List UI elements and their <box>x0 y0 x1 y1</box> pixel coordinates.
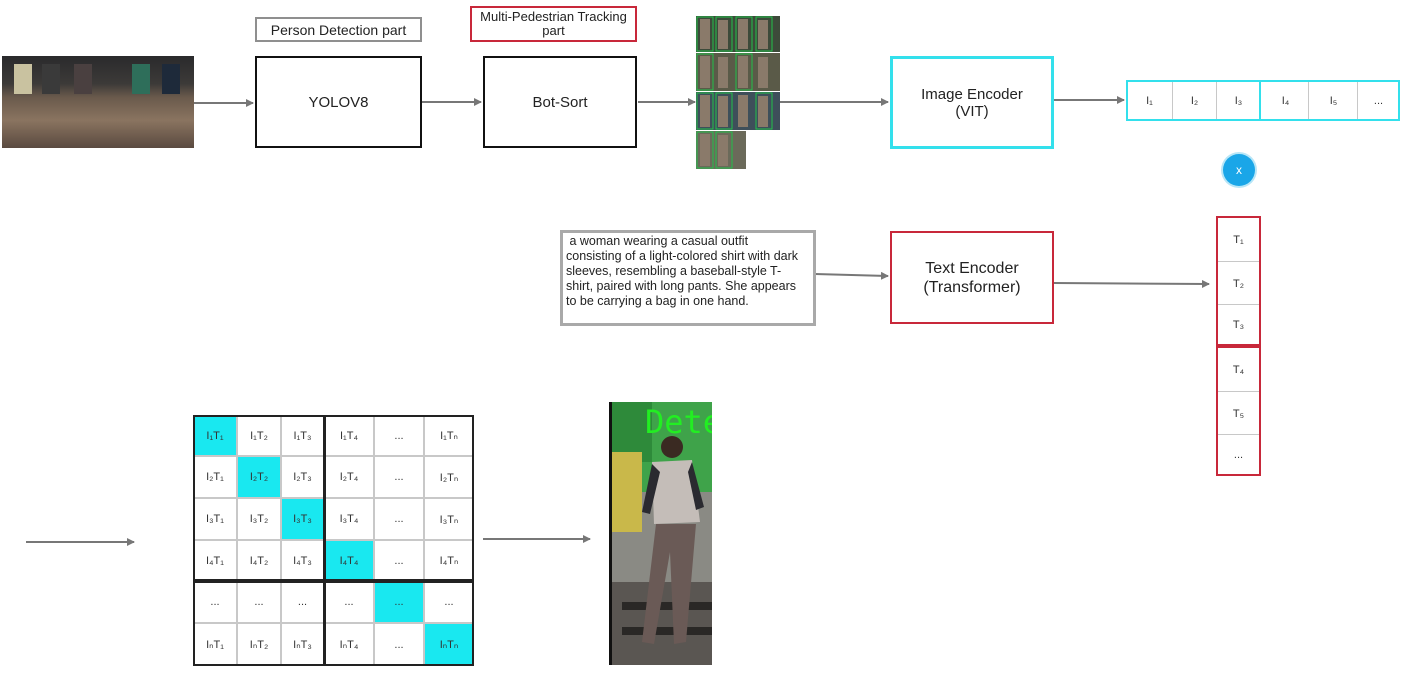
matrix-cell: I₁T₃ <box>281 415 324 456</box>
text-token-group-2: T₄ T₅ ... <box>1216 346 1261 476</box>
matrix-cell: ... <box>193 581 237 623</box>
matrix-cell: IₙT₂ <box>237 623 281 666</box>
matrix-cell: ... <box>237 581 281 623</box>
image-token: ... <box>1357 82 1399 119</box>
botsort-block: Bot-Sort <box>483 56 637 148</box>
text-token-column: T₁ T₂ T₃ T₄ T₅ ... <box>1216 216 1261 476</box>
matrix-cell: I₁T₄ <box>324 415 374 456</box>
image-encoder-line1: Image Encoder <box>921 85 1023 103</box>
tracking-part-label-line1: Multi-Pedestrian Tracking <box>480 9 627 24</box>
input-scene-image <box>2 56 194 148</box>
matrix-cell: ... <box>374 415 424 456</box>
text-token: T₁ <box>1233 233 1244 246</box>
multiply-icon: x <box>1223 154 1255 186</box>
multiply-icon-text: x <box>1236 163 1242 177</box>
matrix-cell: IₙT₄ <box>324 623 374 666</box>
matrix-cell: I₄T₃ <box>281 540 324 581</box>
matrix-cell: I₃Tₙ <box>424 498 474 540</box>
tracking-part-label: Multi-Pedestrian Tracking part <box>470 6 637 42</box>
tracking-part-label-line2: part <box>542 23 565 38</box>
person-detection-label: Person Detection part <box>255 17 422 42</box>
matrix-cell: ... <box>374 623 424 666</box>
text-token: T₂ <box>1218 261 1259 305</box>
matrix-cell: ... <box>374 540 424 581</box>
text-token-group-1: T₁ T₂ T₃ <box>1216 216 1261 346</box>
text-encoder-line2: (Transformer) <box>923 278 1021 296</box>
image-encoder-line2: (VIT) <box>955 102 989 120</box>
botsort-block-text: Bot-Sort <box>532 93 588 111</box>
tracked-pedestrian-crops <box>696 16 780 169</box>
text-token: ... <box>1218 434 1259 475</box>
matrix-cell: I₂Tₙ <box>424 456 474 498</box>
description-line: shirt, paired with long pants. She appea… <box>566 279 796 293</box>
image-token: I₁ <box>1146 94 1153 107</box>
matrix-cell: ... <box>374 456 424 498</box>
matrix-cell: ... <box>281 581 324 623</box>
matrix-cell: I₄T₁ <box>193 540 237 581</box>
matrix-cell-diagonal: I₁T₁ <box>193 415 237 456</box>
text-token: T₄ <box>1232 363 1245 376</box>
matrix-cell: I₂T₄ <box>324 456 374 498</box>
yolo-block: YOLOV8 <box>255 56 422 148</box>
description-line: a woman wearing a casual outfit <box>566 234 749 248</box>
text-encoder-block: Text Encoder (Transformer) <box>890 231 1054 324</box>
person-detection-label-text: Person Detection part <box>270 21 407 38</box>
retrieved-person-graphic <box>612 402 712 665</box>
description-line: sleeves, resembling a baseball-style T- <box>566 264 782 278</box>
matrix-cell-diagonal: I₃T₃ <box>281 498 324 540</box>
description-line: consisting of a light-colored shirt with… <box>566 249 799 263</box>
matrix-cell: I₃T₄ <box>324 498 374 540</box>
matrix-cell: I₁T₂ <box>237 415 281 456</box>
matrix-cell: I₄T₂ <box>237 540 281 581</box>
matrix-cell: I₄Tₙ <box>424 540 474 581</box>
arrow-desc-to-text-encoder <box>814 271 889 280</box>
image-token: I₂ <box>1172 82 1216 119</box>
detection-overlay-label: Dete <box>645 403 712 441</box>
matrix-cell: I₃T₂ <box>237 498 281 540</box>
matrix-cell: ... <box>374 498 424 540</box>
matrix-cell: ... <box>324 581 374 623</box>
image-token-row: I₁ I₂ I₃ I₄ I₅ ... <box>1126 80 1400 121</box>
matrix-cell-diagonal: IₙTₙ <box>424 623 474 666</box>
matrix-cell-diagonal: I₄T₄ <box>324 540 374 581</box>
arrow-text-encoder-to-tokens <box>1053 279 1210 288</box>
matrix-cell: I₂T₁ <box>193 456 237 498</box>
image-token: I₄ <box>1259 82 1310 119</box>
image-token: I₃ <box>1216 82 1260 119</box>
matrix-cell: IₙT₁ <box>193 623 237 666</box>
image-encoder-block: Image Encoder (VIT) <box>890 56 1054 149</box>
image-token: I₅ <box>1308 82 1358 119</box>
matrix-cell: IₙT₃ <box>281 623 324 666</box>
yolo-block-text: YOLOV8 <box>308 93 369 111</box>
matrix-cell-diagonal: I₂T₂ <box>237 456 281 498</box>
text-encoder-line1: Text Encoder <box>925 259 1019 277</box>
matrix-cell: I₃T₁ <box>193 498 237 540</box>
matrix-cell: I₂T₃ <box>281 456 324 498</box>
text-token: T₃ <box>1218 304 1259 345</box>
matrix-cell-diagonal: ... <box>374 581 424 623</box>
description-line: to be carrying a bag in one hand. <box>566 294 749 308</box>
matrix-cell: I₁Tₙ <box>424 415 474 456</box>
text-token: T₅ <box>1218 391 1259 435</box>
text-description-box: a woman wearing a casual outfit consisti… <box>560 230 816 326</box>
retrieved-person-image: Dete <box>609 402 712 665</box>
crops-collage-graphic <box>696 16 780 169</box>
matrix-cell: ... <box>424 581 474 623</box>
